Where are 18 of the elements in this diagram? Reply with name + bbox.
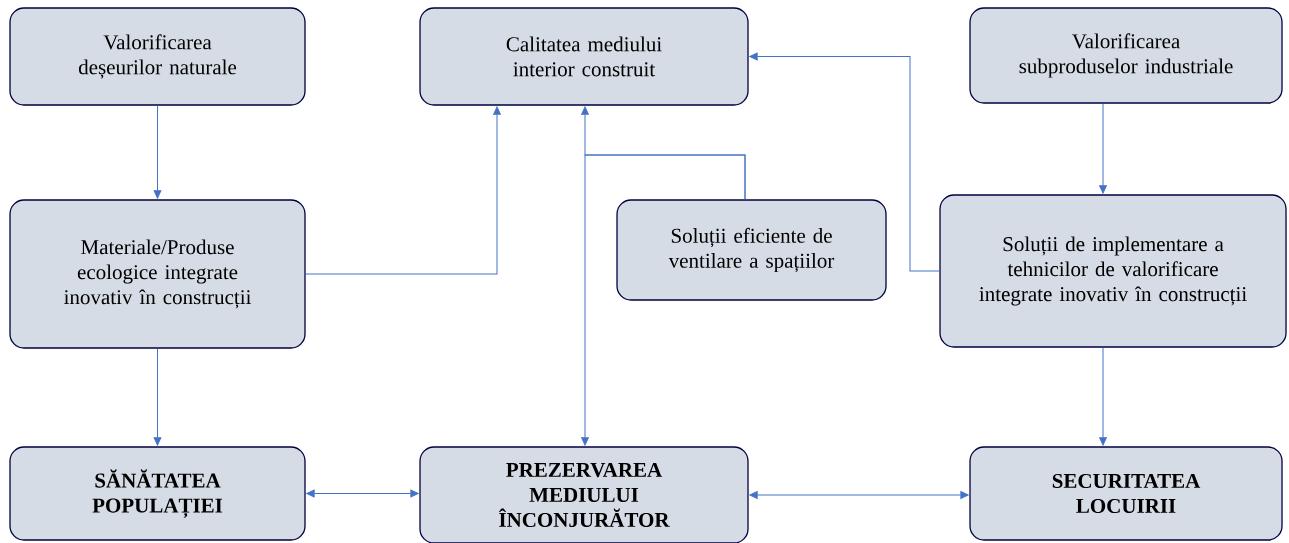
process-box: PREZERVAREA MEDIULUI ÎNCONJURĂTOR [419, 446, 749, 543]
process-box: Calitatea mediului interior construit [419, 7, 749, 106]
arrow [581, 154, 746, 446]
process-box: Valorificarea subproduselor industriale [969, 7, 1283, 104]
process-box: Materiale/Produse ecologice integrate inovativ în construcții [9, 199, 306, 349]
process-box: SECURITATEA LOCUIRII [969, 446, 1283, 541]
arrow [1099, 103, 1107, 194]
process-box: Soluții de implementare a tehnicilor de valorificare integrate inovativ în construcții [939, 194, 1287, 348]
arrow [749, 491, 969, 499]
process-box: Valorificarea deșeurilor naturale [9, 7, 306, 106]
arrow [153, 348, 162, 446]
arrow [1099, 347, 1107, 446]
process-box: Soluții eficiente de ventilare a spațiilor [616, 199, 887, 301]
process-box: SĂNĂTATEA POPULAȚIEI [9, 446, 306, 541]
arrow [153, 105, 162, 199]
arrow [306, 489, 419, 498]
arrow [749, 52, 940, 272]
arrow [305, 106, 501, 275]
